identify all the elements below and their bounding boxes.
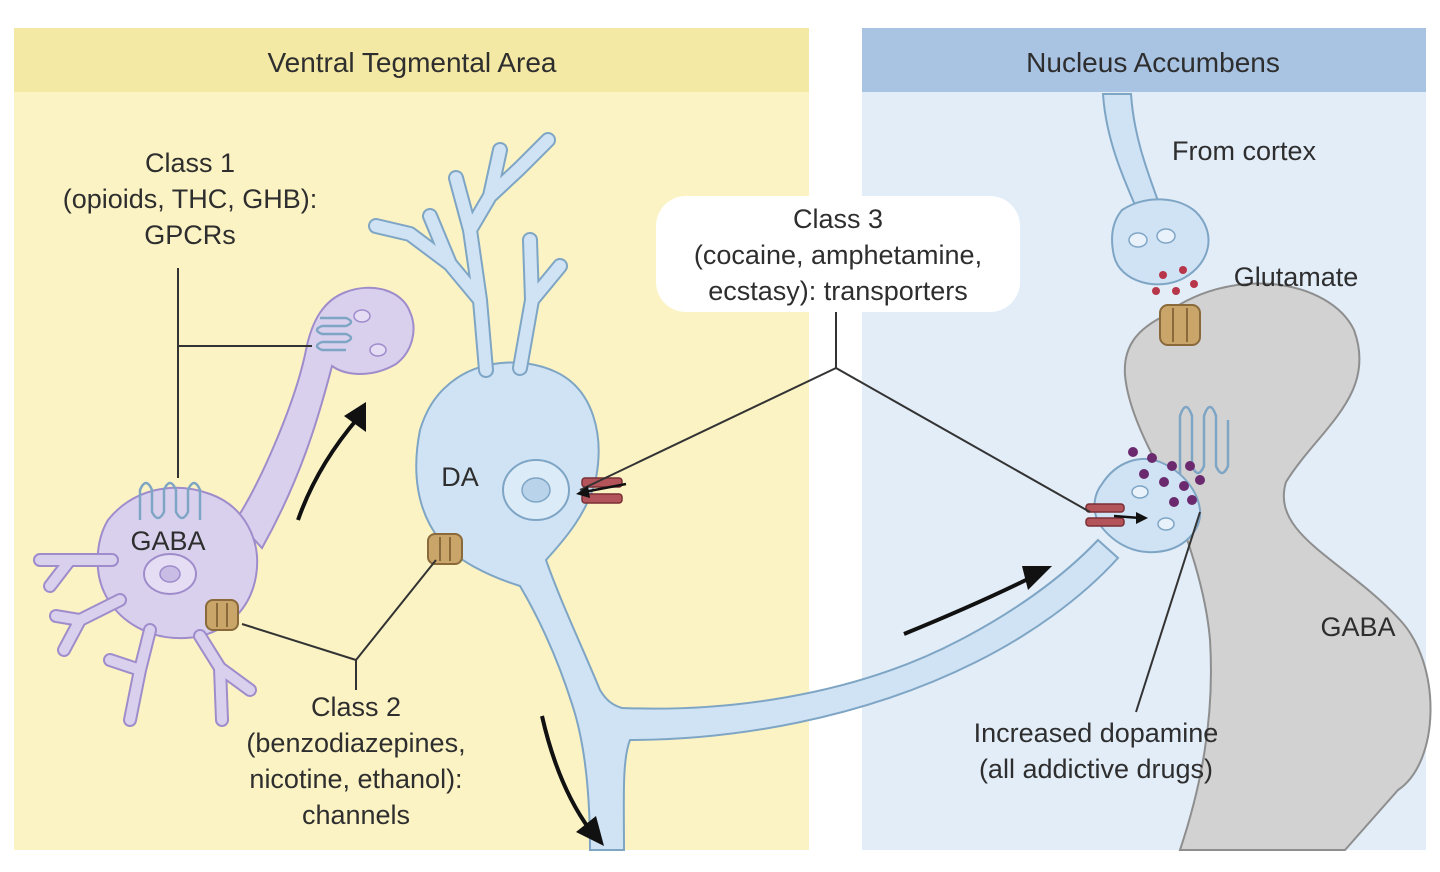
dopamine-terminal-vesicle <box>1157 517 1175 531</box>
gaba-projection-arrow-icon <box>296 416 360 521</box>
increased-dopamine-label-line1: Increased dopamine <box>974 718 1219 748</box>
increased-dopamine-label-line2: (all addictive drugs) <box>979 754 1213 784</box>
gaba-interneuron-dendrites-fill <box>35 555 255 725</box>
dopamine-release-arrow-icon <box>1113 514 1141 520</box>
presynaptic-gpcr-icon <box>315 316 353 352</box>
from-cortex-label: From cortex <box>1172 136 1317 166</box>
dopamine-release-arrowhead-icon <box>1136 512 1148 524</box>
dopamine-vesicle <box>1167 461 1177 471</box>
gaba-interneuron-label: GABA <box>130 526 205 556</box>
class3-label-line2: (cocaine, amphetamine, <box>694 240 982 270</box>
increased-dopamine-leader-line <box>1135 511 1201 713</box>
dopamine-terminal-vesicle <box>1131 485 1149 499</box>
dopamine-reuptake-arrow-icon <box>583 482 627 494</box>
glutamate-vesicle <box>1159 271 1167 279</box>
opioid-receptor-gpcr-icon <box>138 481 202 520</box>
class1-label-line3: GPCRs <box>144 220 236 250</box>
class2-label-line3: nicotine, ethanol): <box>249 764 462 794</box>
da-neuron-ion-channel-icon <box>427 533 463 565</box>
class3-label-line3: ecstasy): transporters <box>708 276 968 306</box>
cortical-synaptic-vesicle <box>1156 228 1176 244</box>
dopamine-descending-arrow-icon <box>540 715 592 832</box>
gaba-projection-arrowhead-icon <box>344 402 366 432</box>
vta-title: Ventral Tegmental Area <box>267 47 556 78</box>
dopamine-neuron-label: DA <box>441 462 479 492</box>
glutamate-vesicle <box>1179 266 1187 274</box>
dopamine-vesicle <box>1185 461 1195 471</box>
da-terminal-transporter-icon <box>1085 503 1125 527</box>
class1-label-line1: Class 1 <box>145 148 235 178</box>
glutamate-vesicle <box>1172 287 1180 295</box>
nac-title: Nucleus Accumbens <box>1026 47 1280 78</box>
dopamine-reuptake-arrowhead-icon <box>576 486 590 498</box>
dopamine-vesicle <box>1179 481 1189 491</box>
gaba-target-label: GABA <box>1320 612 1395 642</box>
gaba-terminal-vesicle <box>353 309 371 323</box>
class1-label-line2: (opioids, THC, GHB): <box>63 184 318 214</box>
vta-header-bar <box>14 28 809 92</box>
class2-label-line2: (benzodiazepines, <box>246 728 465 758</box>
class1-leader-lines <box>177 268 312 478</box>
gaba-neuron-ion-channel-icon <box>205 599 239 631</box>
dopamine-vesicle <box>1187 495 1197 505</box>
glutamate-label: Glutamate <box>1234 262 1359 292</box>
gaba-terminal-vesicle <box>369 343 387 357</box>
nac-header-bar <box>862 28 1426 92</box>
glutamate-vesicle <box>1190 280 1198 288</box>
class3-label-box <box>656 196 1020 312</box>
dopamine-projection-arrow-icon <box>903 574 1035 636</box>
class2-label-line4: channels <box>302 800 410 830</box>
glutamate-vesicle <box>1152 287 1160 295</box>
dopamine-projection-arrowhead-icon <box>1022 566 1052 590</box>
class3-leader-lines <box>579 310 1091 513</box>
dopamine-neuron-nucleolus <box>521 477 551 503</box>
gaba-interneuron-nucleolus <box>159 565 181 583</box>
gaba-interneuron-axon <box>234 286 415 550</box>
cortical-synaptic-vesicle <box>1128 232 1148 248</box>
dopamine-vesicle <box>1195 475 1205 485</box>
dopamine-vesicle <box>1159 477 1169 487</box>
class3-label-line1: Class 3 <box>793 204 883 234</box>
class2-leader-lines <box>241 559 437 690</box>
glutamate-receptor-channel-icon <box>1159 304 1201 346</box>
dopamine-vesicle <box>1128 447 1138 457</box>
dopamine-vesicle <box>1139 469 1149 479</box>
dopamine-vesicle <box>1147 453 1157 463</box>
dopamine-descending-arrowhead-icon <box>576 816 604 846</box>
class2-label-line1: Class 2 <box>311 692 401 722</box>
dopamine-vesicle <box>1169 497 1179 507</box>
dopamine-receptor-gpcr-icon <box>1178 405 1230 480</box>
dopamine-neuron-dendrites-fill <box>370 134 566 376</box>
